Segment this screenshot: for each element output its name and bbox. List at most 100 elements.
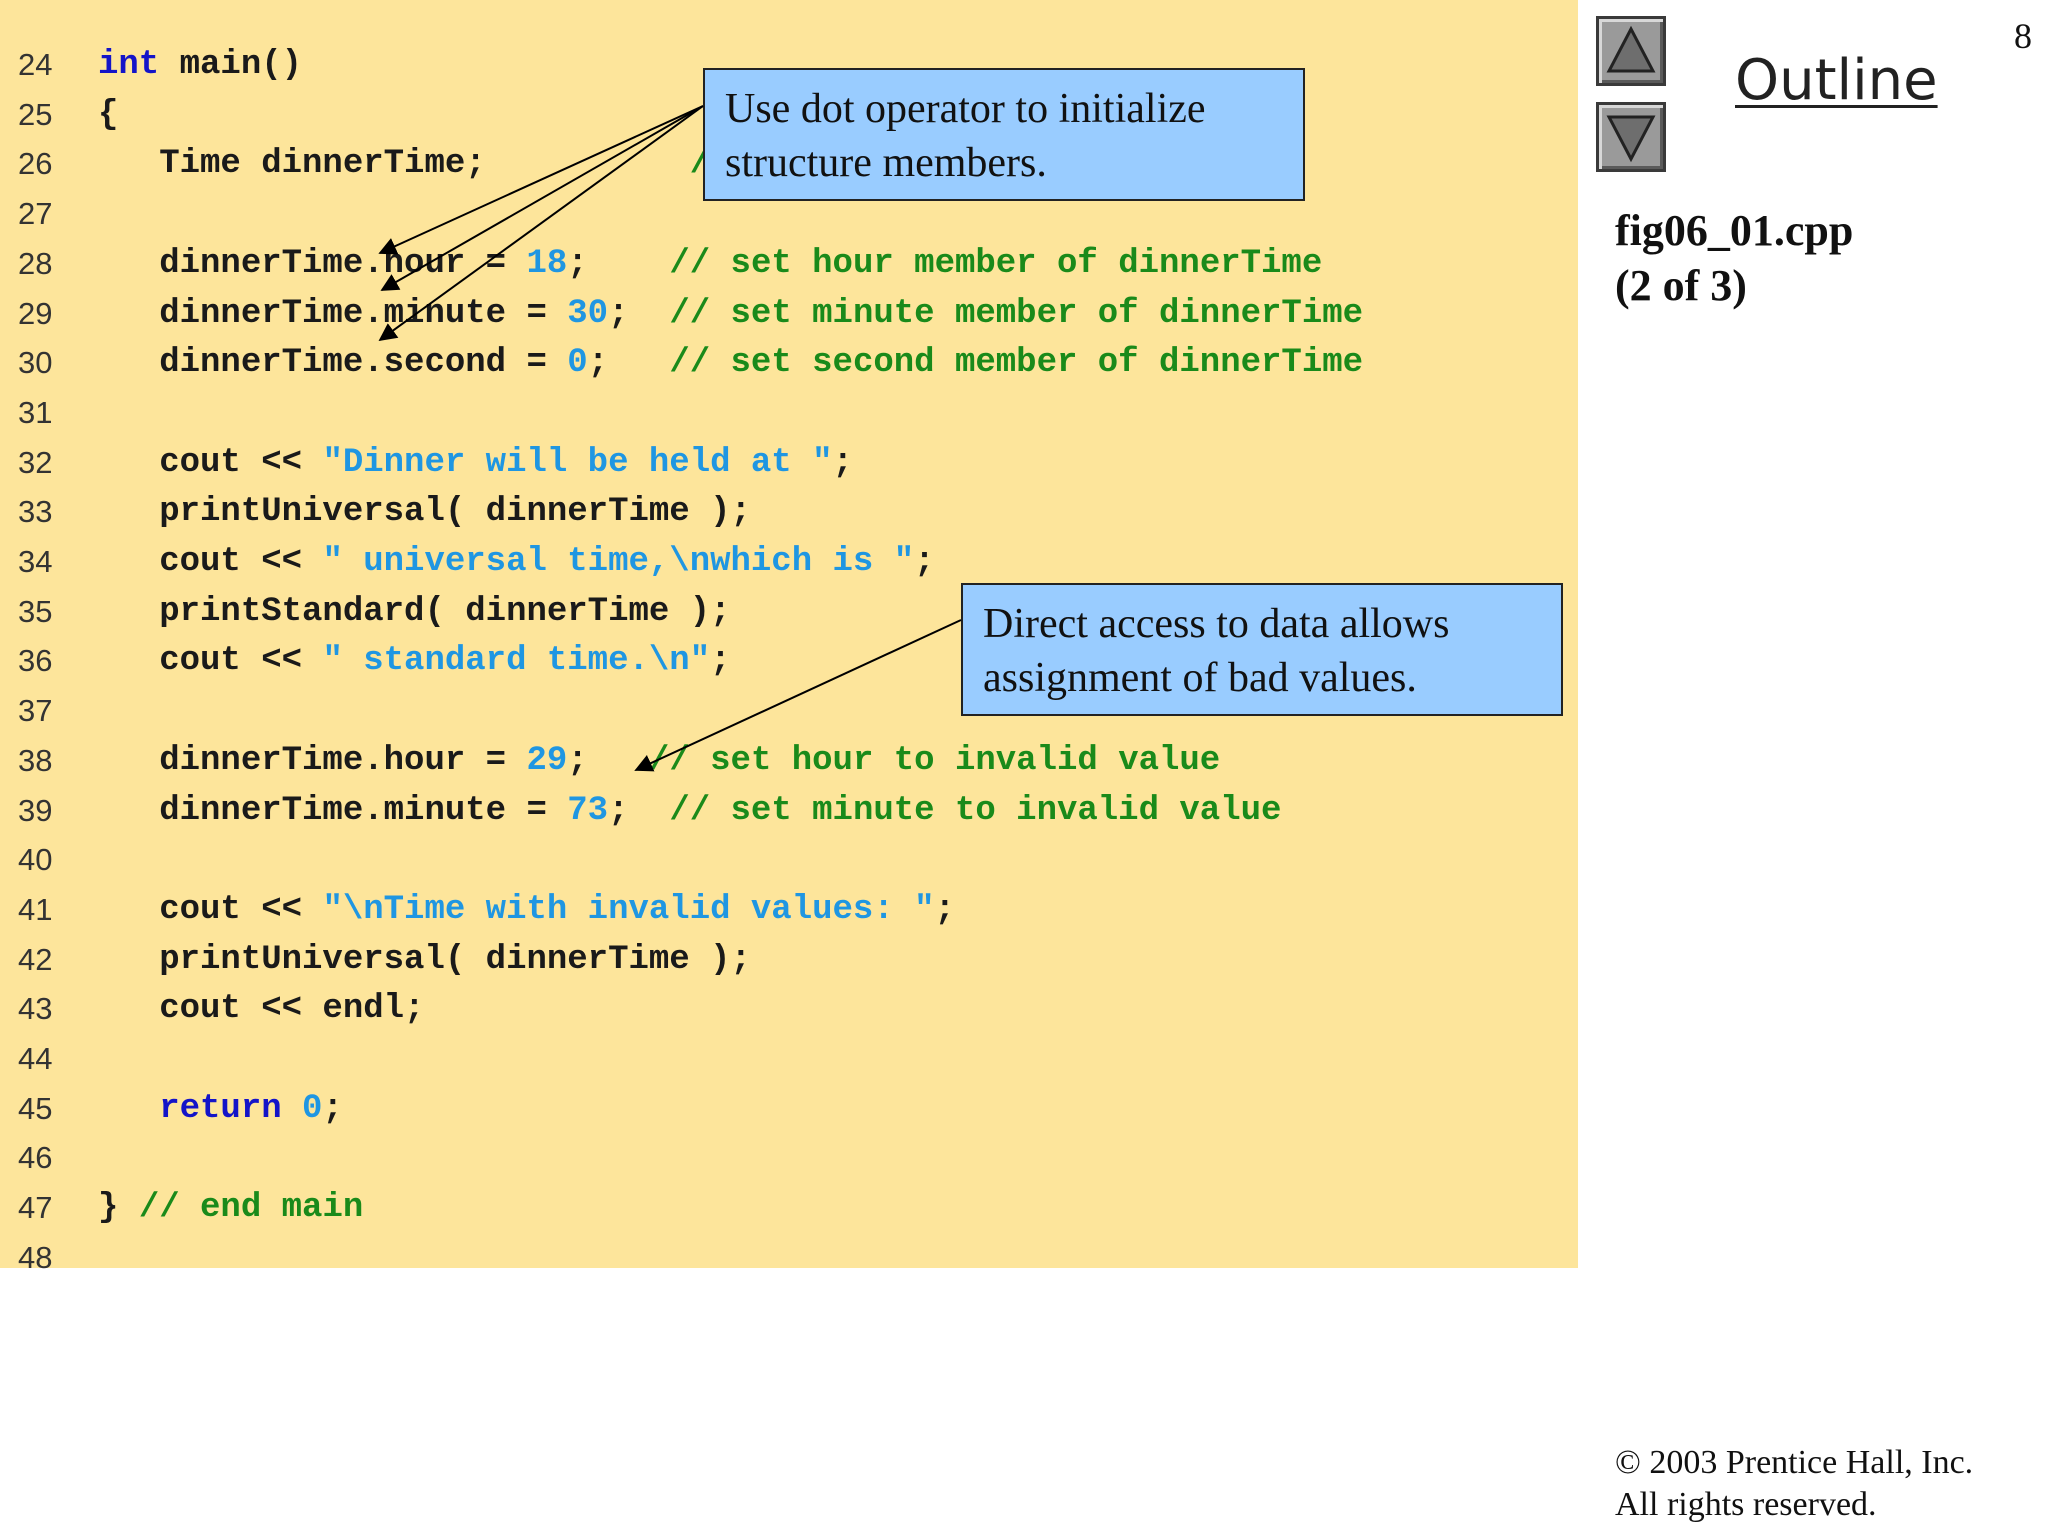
code-text: cout << endl;	[98, 984, 424, 1034]
code-literal: 29	[526, 741, 568, 780]
code-text: dinnerTime.hour = 29; // set hour to inv…	[98, 736, 1220, 786]
code-line: 28 dinnerTime.hour = 18; // set hour mem…	[0, 239, 1578, 289]
outline-down-button[interactable]	[1596, 102, 1666, 172]
code-line: 41 cout << "\nTime with invalid values: …	[0, 885, 1578, 935]
line-number: 47	[18, 1190, 53, 1226]
code-token	[282, 1090, 302, 1128]
code-token: ;	[587, 344, 670, 383]
line-number: 41	[18, 891, 53, 927]
line-number: 38	[18, 742, 53, 778]
code-token: main()	[159, 46, 303, 84]
line-number: 28	[18, 245, 53, 281]
line-number: 37	[18, 693, 53, 729]
line-number: 31	[18, 394, 53, 430]
line-number: 46	[18, 1140, 53, 1176]
code-token: dinnerTime.minute =	[98, 791, 568, 830]
code-line: 30 dinnerTime.second = 0; // set second …	[0, 338, 1578, 388]
line-number: 27	[18, 196, 53, 232]
code-literal: 73	[567, 791, 609, 830]
code-literal: " standard time.\n"	[322, 642, 711, 681]
code-line: 40	[0, 835, 1578, 885]
code-line: 29 dinnerTime.minute = 30; // set minute…	[0, 289, 1578, 339]
code-line: 31	[0, 388, 1578, 438]
code-text: cout << " universal time,\nwhich is ";	[98, 537, 935, 587]
code-line: 36 cout << " standard time.\n";	[0, 636, 1578, 686]
code-text: dinnerTime.hour = 18; // set hour member…	[98, 239, 1322, 289]
outline-link[interactable]: Outline	[1735, 48, 1938, 113]
code-line: 48	[0, 1233, 1578, 1283]
code-keyword: return	[159, 1089, 282, 1128]
line-number: 33	[18, 494, 53, 530]
code-text: int main()	[98, 40, 302, 90]
file-name: fig06_01.cpp	[1615, 206, 1854, 255]
code-line: 32 cout << "Dinner will be held at ";	[0, 438, 1578, 488]
line-number: 32	[18, 444, 53, 480]
code-token: ;	[608, 294, 670, 333]
line-number: 30	[18, 345, 53, 381]
code-text: dinnerTime.second = 0; // set second mem…	[98, 338, 1363, 388]
code-token: Time dinnerTime;	[98, 145, 690, 184]
code-token: dinnerTime.hour =	[98, 244, 527, 283]
copyright-notice: © 2003 Prentice Hall, Inc.	[1615, 1444, 1974, 1481]
code-keyword: int	[98, 46, 160, 84]
callout-direct-access: Direct access to data allows assignment …	[961, 583, 1563, 716]
code-comment: // set minute to invalid value	[669, 791, 1282, 830]
line-number: 43	[18, 991, 53, 1027]
code-token: dinnerTime.hour =	[98, 741, 527, 780]
code-text: cout << "\nTime with invalid values: ";	[98, 885, 955, 935]
triangle-down-icon	[1606, 115, 1656, 163]
code-line: 33 printUniversal( dinnerTime );	[0, 487, 1578, 537]
code-line: 37	[0, 686, 1578, 736]
code-token: ;	[567, 741, 649, 780]
code-token: ;	[914, 543, 935, 581]
code-text: dinnerTime.minute = 30; // set minute me…	[98, 289, 1363, 339]
code-line: 34 cout << " universal time,\nwhich is "…	[0, 537, 1578, 587]
line-number: 45	[18, 1090, 53, 1126]
line-number: 39	[18, 792, 53, 828]
line-number: 26	[18, 146, 53, 182]
line-number: 24	[18, 47, 53, 82]
code-literal: 18	[526, 244, 568, 283]
code-token	[98, 1090, 159, 1128]
triangle-up-icon	[1606, 25, 1656, 73]
code-token: printUniversal( dinnerTime );	[98, 940, 751, 979]
code-text: } // end main	[98, 1183, 363, 1233]
code-text: printUniversal( dinnerTime );	[98, 487, 751, 537]
code-text: printUniversal( dinnerTime );	[98, 935, 751, 985]
code-line: 46	[0, 1133, 1578, 1183]
line-number: 44	[18, 1041, 53, 1076]
code-token: ;	[832, 443, 853, 482]
code-token: printUniversal( dinnerTime );	[98, 493, 751, 532]
code-text: cout << "Dinner will be held at ";	[98, 438, 853, 488]
code-token: dinnerTime.minute =	[98, 294, 568, 333]
code-token: cout <<	[98, 890, 323, 929]
code-comment: // set hour member of dinnerTime	[669, 244, 1323, 283]
line-number: 40	[18, 842, 53, 878]
code-literal: 0	[567, 344, 588, 383]
code-token: {	[98, 95, 119, 134]
line-number: 42	[18, 941, 53, 977]
code-line: 38 dinnerTime.hour = 29; // set hour to …	[0, 736, 1578, 786]
line-number: 34	[18, 544, 53, 579]
code-token: cout <<	[98, 443, 323, 482]
code-comment: // end main	[138, 1189, 364, 1228]
code-line: 42 printUniversal( dinnerTime );	[0, 935, 1578, 985]
outline-up-button[interactable]	[1596, 16, 1666, 86]
code-line: 39 dinnerTime.minute = 73; // set minute…	[0, 786, 1578, 836]
slide-number: 8	[2014, 16, 2032, 56]
code-text: cout << " standard time.\n";	[98, 636, 731, 686]
code-line: 44	[0, 1034, 1578, 1084]
code-token: ;	[322, 1089, 343, 1128]
line-number: 35	[18, 593, 53, 629]
code-text: return 0;	[98, 1084, 343, 1134]
code-token: dinnerTime.second =	[98, 344, 568, 383]
code-text: dinnerTime.minute = 73; // set minute to…	[98, 786, 1281, 836]
line-number: 29	[18, 295, 53, 331]
code-token: cout <<	[98, 642, 323, 681]
callout-dot-operator: Use dot operator to initialize structure…	[703, 68, 1305, 201]
code-token: ;	[710, 642, 731, 681]
code-line: 47 } // end main	[0, 1183, 1578, 1233]
code-line: 43 cout << endl;	[0, 984, 1578, 1034]
code-literal: "\nTime with invalid values: "	[322, 890, 935, 929]
code-text: {	[98, 90, 118, 140]
